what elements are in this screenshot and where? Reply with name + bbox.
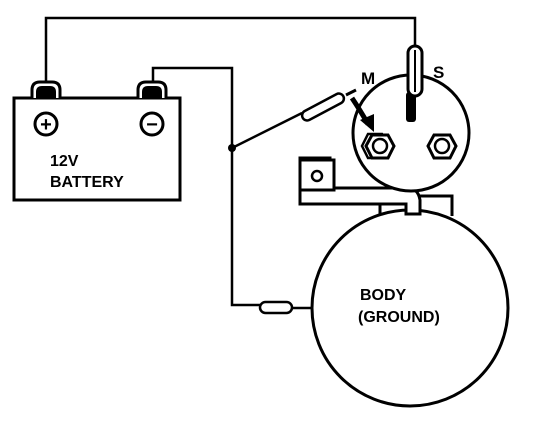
s-terminal-label: S bbox=[433, 63, 444, 82]
motor-body-circle bbox=[310, 208, 510, 408]
m-lead-connector bbox=[300, 88, 357, 122]
solenoid-strap-bolt bbox=[310, 169, 324, 183]
m-terminal-nut bbox=[360, 132, 396, 160]
m-terminal-arrow bbox=[349, 96, 374, 132]
solenoid bbox=[298, 73, 471, 216]
starter-motor: BODY (GROUND) bbox=[310, 194, 510, 408]
battery-name-label: BATTERY bbox=[50, 174, 124, 191]
battery-positive-symbol: + bbox=[33, 111, 59, 137]
battery-voltage-label: 12V bbox=[50, 153, 79, 170]
battery-negative-post-cap bbox=[142, 86, 162, 98]
battery: + − 12V BATTERY bbox=[12, 80, 182, 202]
ground-lead-connector bbox=[258, 300, 294, 315]
wire-battery-negative-to-ground bbox=[151, 66, 262, 307]
battery-negative-symbol: − bbox=[139, 111, 165, 137]
wires bbox=[44, 16, 417, 310]
solenoid-strap-block bbox=[298, 158, 336, 192]
m-terminal-label: M bbox=[361, 69, 375, 88]
battery-positive-sign: + bbox=[40, 114, 52, 136]
battery-negative-sign: − bbox=[146, 114, 158, 136]
s-lead-connector bbox=[406, 44, 424, 98]
wire-junction-dot bbox=[228, 144, 236, 152]
motor-body-label: BODY bbox=[360, 287, 407, 304]
s-terminal-spade bbox=[406, 92, 416, 122]
wire-battery-positive-to-s bbox=[44, 16, 417, 90]
b-terminal-nut bbox=[426, 133, 458, 160]
wire-junction-to-m bbox=[231, 111, 303, 150]
motor-ground-label: (GROUND) bbox=[358, 309, 440, 326]
battery-positive-post-cap bbox=[36, 86, 56, 98]
